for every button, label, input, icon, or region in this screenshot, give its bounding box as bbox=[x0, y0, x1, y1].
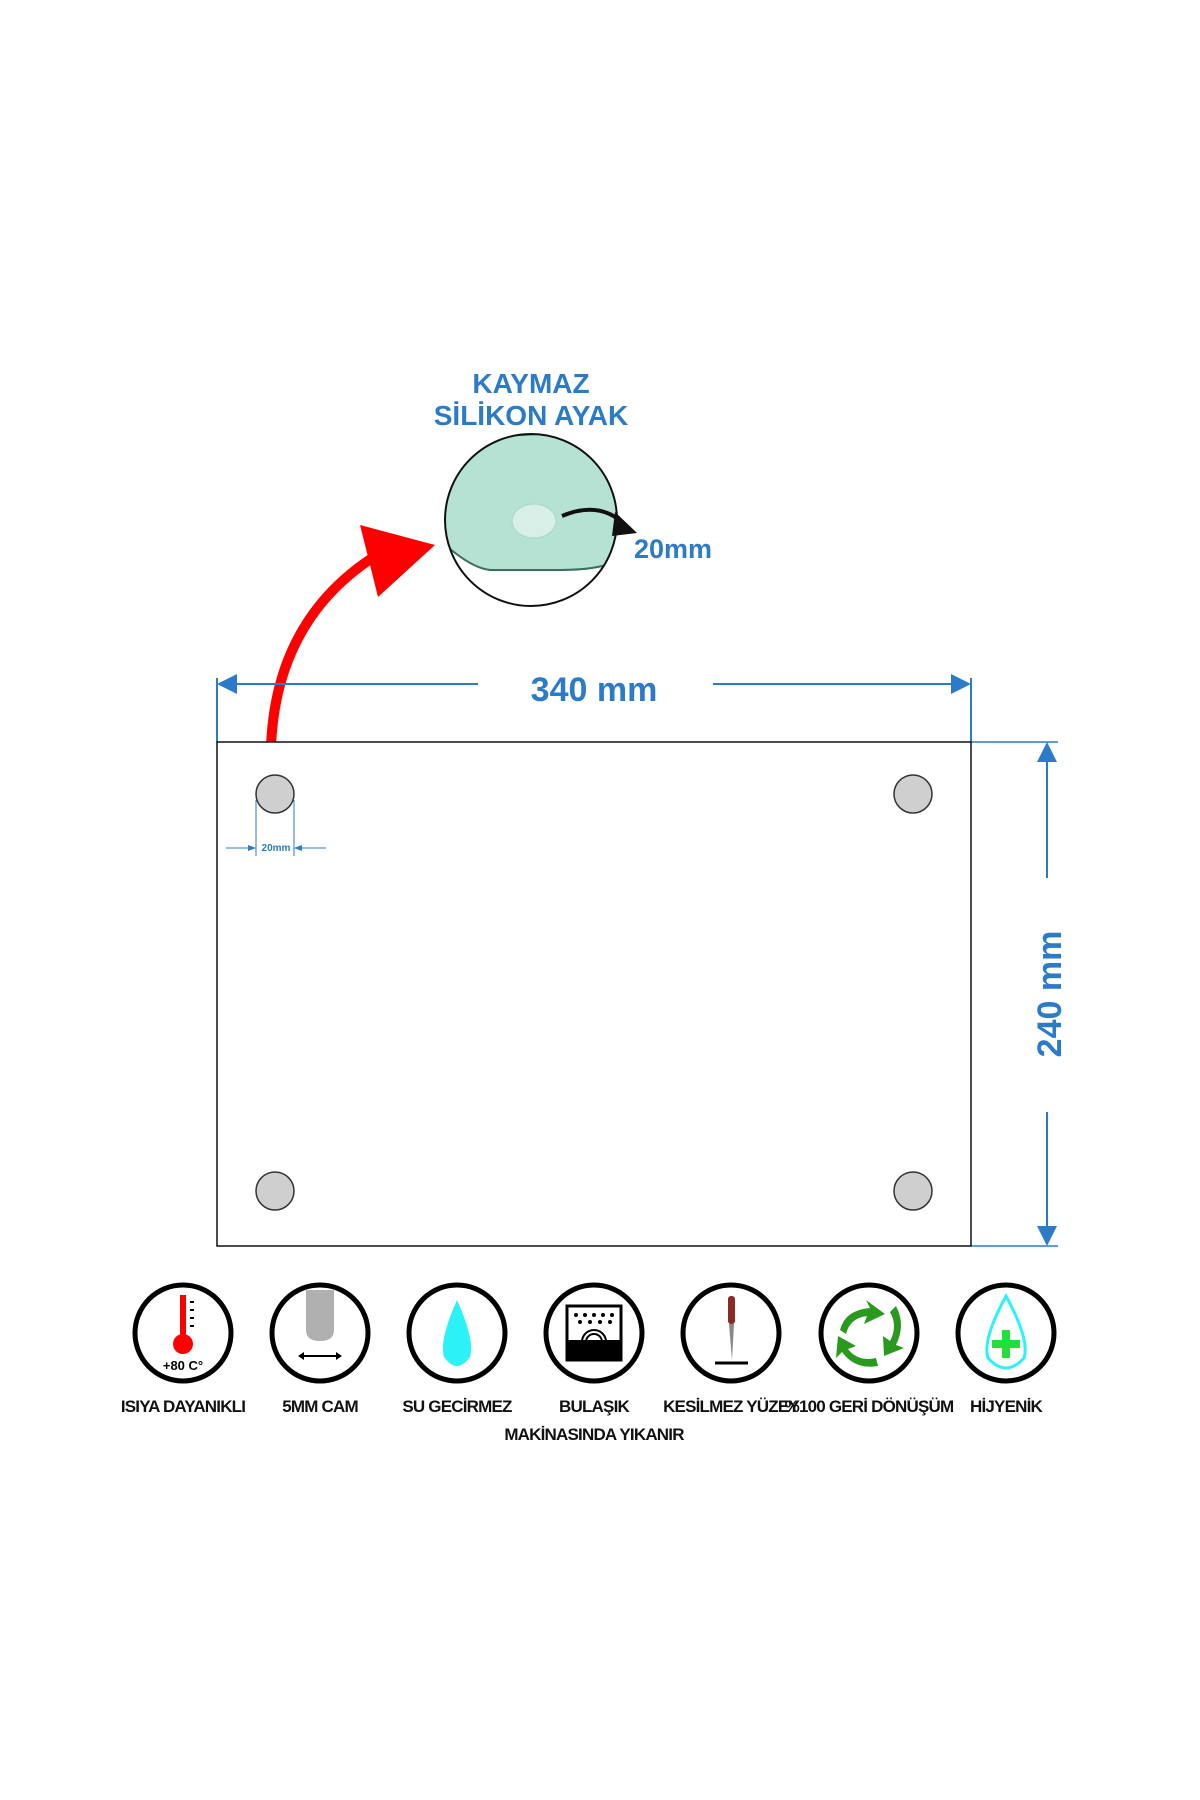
feature-label: %100 GERİ DÖNÜŞÜM bbox=[785, 1397, 954, 1416]
feature-label: ISIYA DAYANIKLI bbox=[121, 1397, 245, 1416]
foot-closeup bbox=[444, 433, 637, 607]
feature-thermometer: +80 C° bbox=[132, 1282, 234, 1384]
feature-knife bbox=[680, 1282, 782, 1384]
feature-label: 5MM CAM bbox=[282, 1397, 358, 1416]
feature-label-line2: MAKİNASINDA YIKANIR bbox=[504, 1425, 684, 1444]
red-arrow-icon bbox=[265, 525, 435, 776]
feature-recycle bbox=[818, 1282, 920, 1384]
foot-size-label: 20mm bbox=[262, 843, 291, 854]
silicone-foot bbox=[893, 1171, 933, 1211]
feature-water-drop bbox=[406, 1282, 508, 1384]
feature-label: KESİLMEZ YÜZEY bbox=[663, 1397, 800, 1416]
feature-dishwasher bbox=[543, 1282, 645, 1384]
silicone-foot bbox=[893, 774, 933, 814]
height-label: 240 mm bbox=[1031, 931, 1069, 1058]
callout-title-line2: SİLİKON AYAK bbox=[434, 400, 629, 431]
feature-label: BULAŞIK bbox=[559, 1397, 630, 1416]
callout-size: 20mm bbox=[634, 534, 712, 564]
silicone-foot bbox=[255, 774, 295, 814]
glass-board bbox=[216, 741, 972, 1247]
feature-glass-thickness bbox=[269, 1282, 371, 1384]
feature-label: SU GECİRMEZ bbox=[402, 1397, 512, 1416]
callout-title-line1: KAYMAZ bbox=[472, 368, 589, 399]
width-label: 340 mm bbox=[531, 671, 658, 709]
silicone-foot bbox=[255, 1171, 295, 1211]
thermometer-badge: +80 C° bbox=[163, 1358, 203, 1373]
feature-hygienic bbox=[955, 1282, 1057, 1384]
feature-label: HİJYENİK bbox=[970, 1397, 1044, 1416]
